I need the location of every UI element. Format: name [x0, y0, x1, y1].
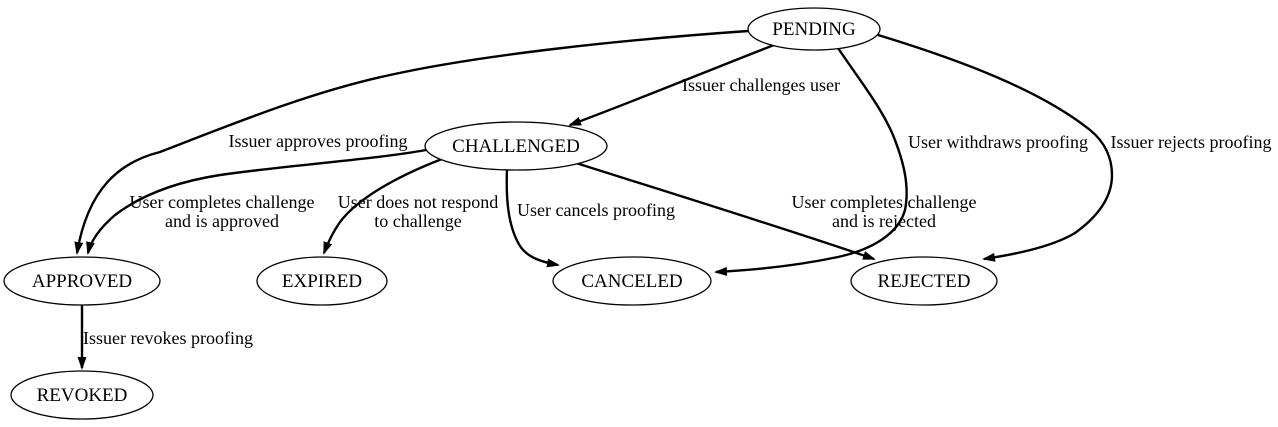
edge-label-user-does-not-respond-line2: to challenge: [374, 211, 461, 231]
edge-pending-canceled-path: [714, 47, 908, 276]
edge-label-user-completes-challenge-approved-line1: User completes challenge: [130, 192, 315, 212]
node-approved-label: APPROVED: [32, 271, 132, 292]
edge-pending-challenged-path: [568, 43, 775, 127]
edge-pending-challenged: Issuer challenges user: [568, 43, 840, 127]
node-canceled: CANCELED: [552, 256, 712, 306]
node-expired: EXPIRED: [256, 256, 388, 306]
node-expired-ellipse: [256, 256, 388, 306]
node-revoked: REVOKED: [10, 370, 154, 420]
node-rejected: REJECTED: [850, 256, 998, 306]
edge-label-user-withdraws-proofing: User withdraws proofing: [908, 132, 1088, 152]
node-revoked-label: REVOKED: [37, 385, 128, 406]
edge-pending-rejected: Issuer rejects proofing: [877, 33, 1272, 262]
edge-label-user-completes-challenge-rejected-line1: User completes challenge: [792, 192, 977, 212]
node-rejected-label: REJECTED: [878, 271, 971, 292]
node-rejected-ellipse: [850, 256, 998, 306]
node-pending-label: PENDING: [772, 19, 856, 40]
edge-challenged-rejected-path: [575, 161, 876, 261]
edge-pending-approved: Issuer approves proofing: [74, 29, 749, 255]
edge-approved-revoked: Issuer revokes proofing: [77, 305, 253, 370]
edge-label-user-completes-challenge-rejected-line2: and is rejected: [832, 211, 936, 231]
edge-label-issuer-challenges-user: Issuer challenges user: [682, 75, 840, 95]
node-pending-ellipse: [747, 7, 881, 51]
edge-pending-rejected-path: [877, 33, 1114, 262]
node-canceled-ellipse: [552, 256, 712, 306]
node-canceled-label: CANCELED: [581, 271, 682, 292]
node-expired-label: EXPIRED: [282, 271, 362, 292]
node-challenged: CHALLENGED: [424, 121, 608, 171]
edge-label-issuer-rejects-proofing: Issuer rejects proofing: [1111, 132, 1272, 152]
node-pending: PENDING: [747, 7, 881, 51]
edge-label-user-does-not-respond-line1: User does not respond: [338, 192, 498, 212]
edge-challenged-canceled-path: [505, 167, 560, 268]
edge-label-issuer-revokes-proofing: Issuer revokes proofing: [83, 328, 253, 348]
edge-challenged-canceled: User cancels proofing: [505, 167, 675, 268]
edge-challenged-approved: User completes challenge and is approved: [86, 148, 427, 255]
edge-pending-approved-path: [74, 29, 749, 255]
edge-challenged-approved-path: [86, 148, 427, 255]
node-challenged-ellipse: [424, 121, 608, 171]
node-approved: APPROVED: [3, 256, 161, 306]
node-revoked-ellipse: [10, 370, 154, 420]
edge-label-user-cancels-proofing: User cancels proofing: [517, 200, 675, 220]
node-approved-ellipse: [3, 256, 161, 306]
node-challenged-label: CHALLENGED: [452, 136, 580, 157]
edge-challenged-expired: User does not respond to challenge: [322, 157, 498, 255]
edge-challenged-expired-path: [322, 157, 443, 255]
edge-label-issuer-approves-proofing: Issuer approves proofing: [229, 131, 408, 151]
edge-pending-canceled: User withdraws proofing: [714, 47, 1088, 276]
edge-label-user-completes-challenge-approved-line2: and is approved: [165, 211, 279, 231]
edge-challenged-rejected: User completes challenge and is rejected: [575, 161, 977, 261]
